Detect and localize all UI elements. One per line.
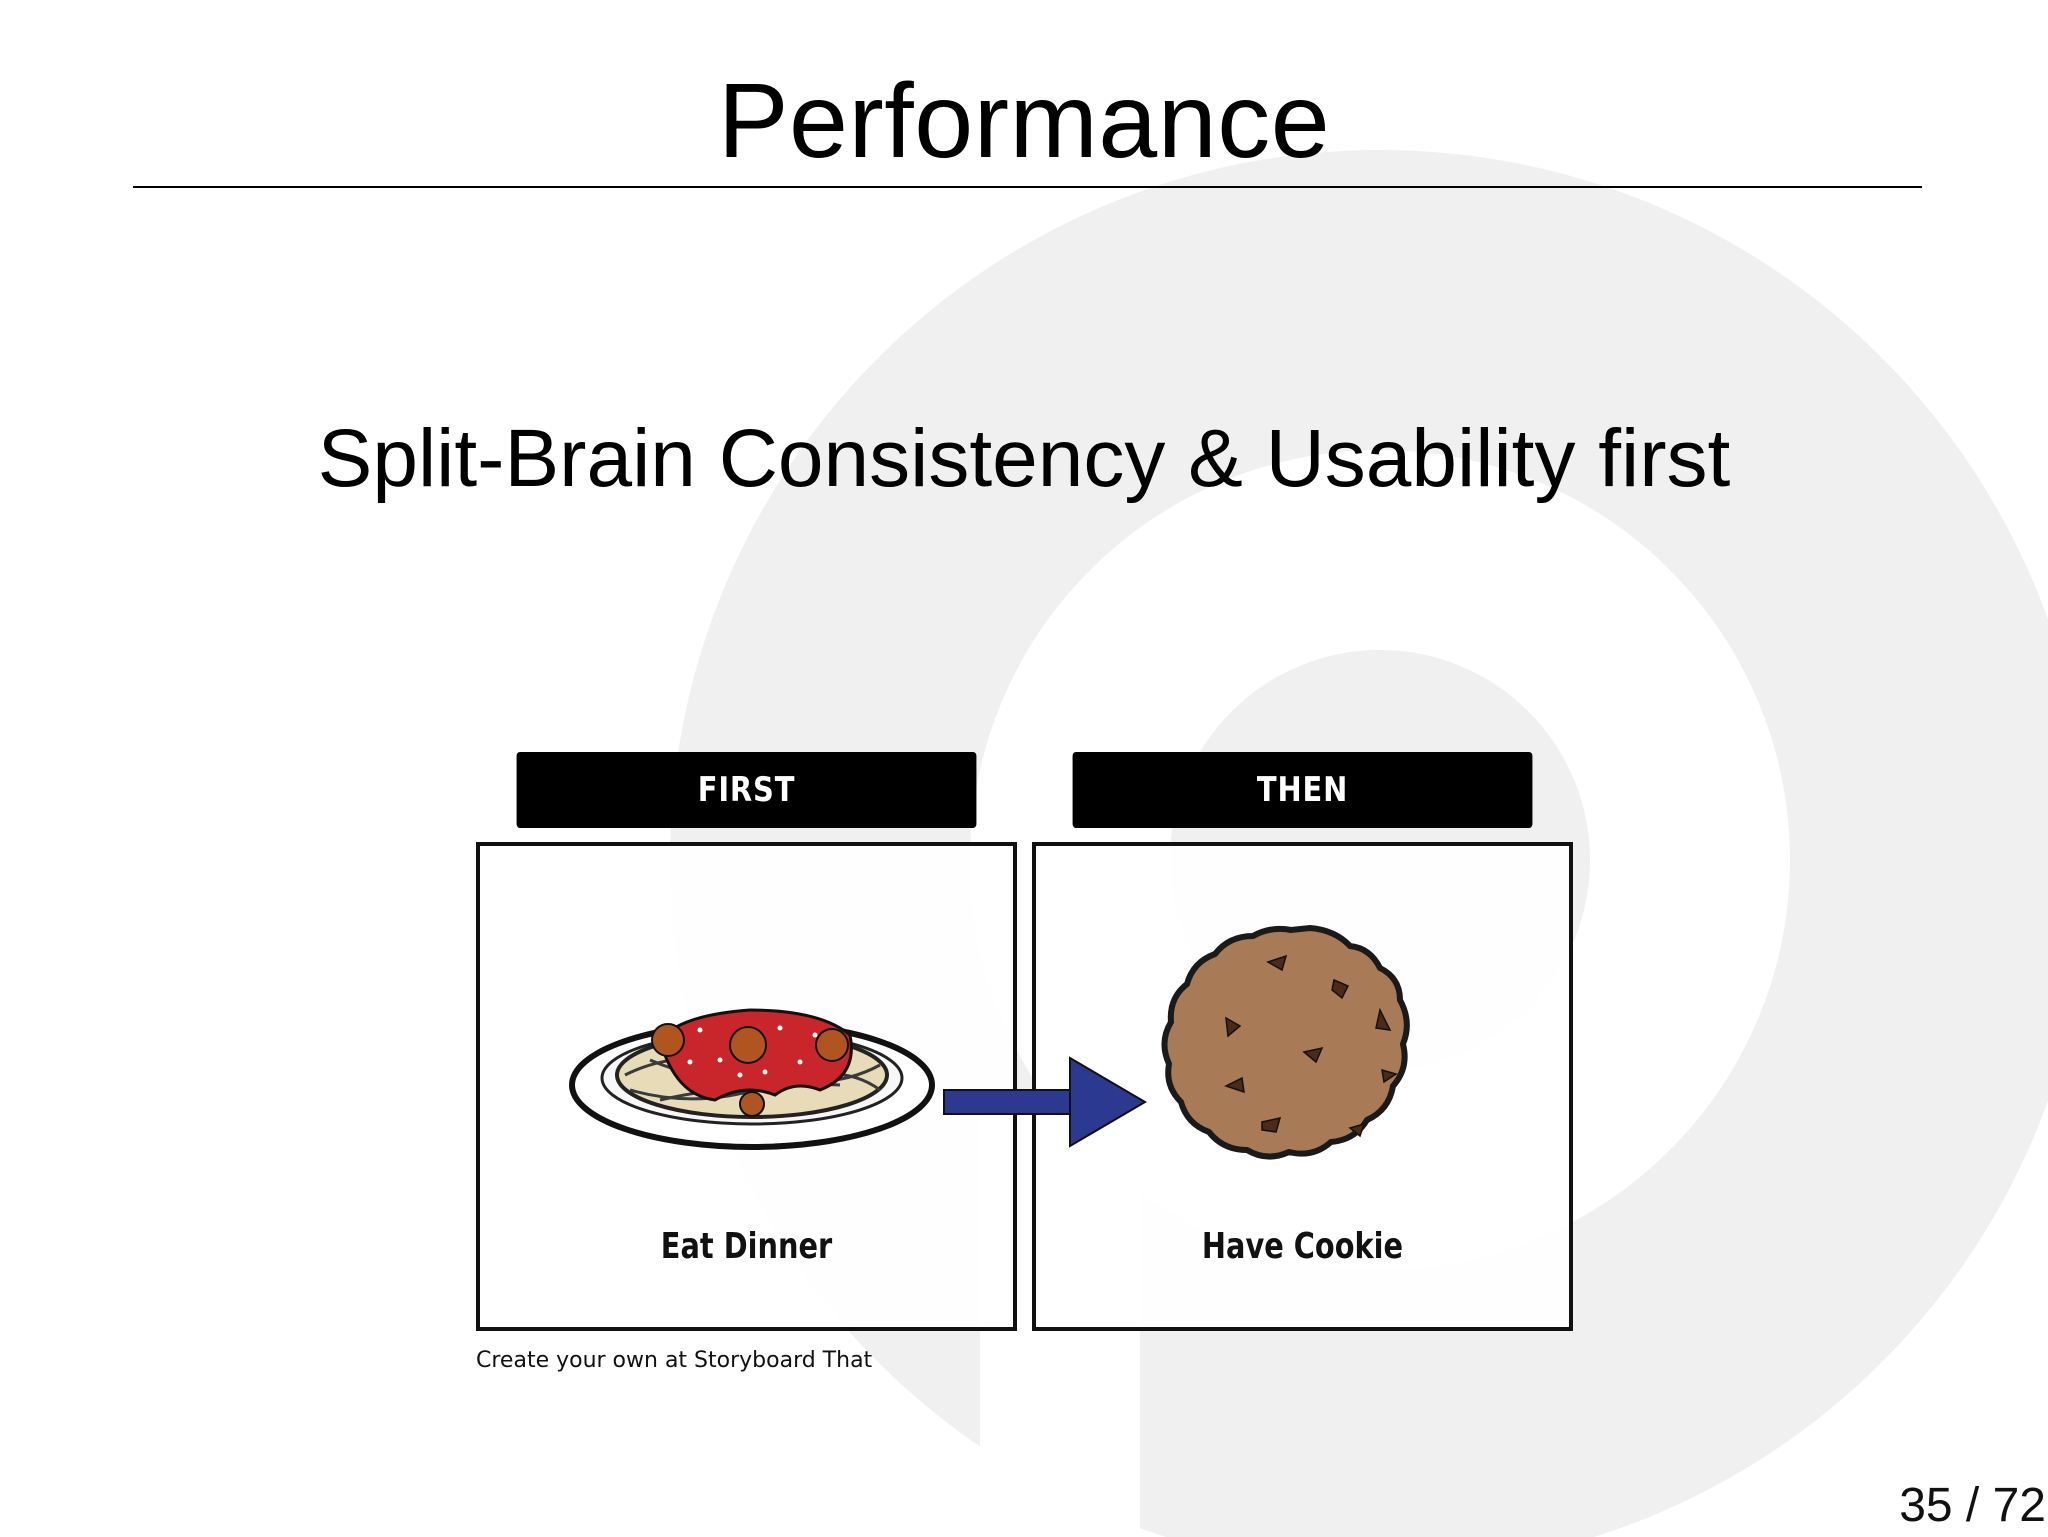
panel-caption-then: Have Cookie: [1201, 1226, 1404, 1267]
panel-header-then: THEN: [1072, 752, 1533, 828]
slide-title: Performance: [717, 62, 1331, 180]
panel-then: Have Cookie: [1032, 842, 1573, 1331]
panel-header-first: FIRST: [516, 752, 977, 828]
slide-subtitle: Split-Brain Consistency & Usability firs…: [317, 413, 1731, 504]
page-number: 35 / 72: [1899, 1479, 2046, 1532]
panel-first: Eat Dinner: [476, 842, 1017, 1331]
title-divider: [133, 186, 1922, 188]
panel-caption-first: Eat Dinner: [660, 1226, 833, 1267]
storyboard-credit: Create your own at Storyboard That: [476, 1348, 873, 1373]
